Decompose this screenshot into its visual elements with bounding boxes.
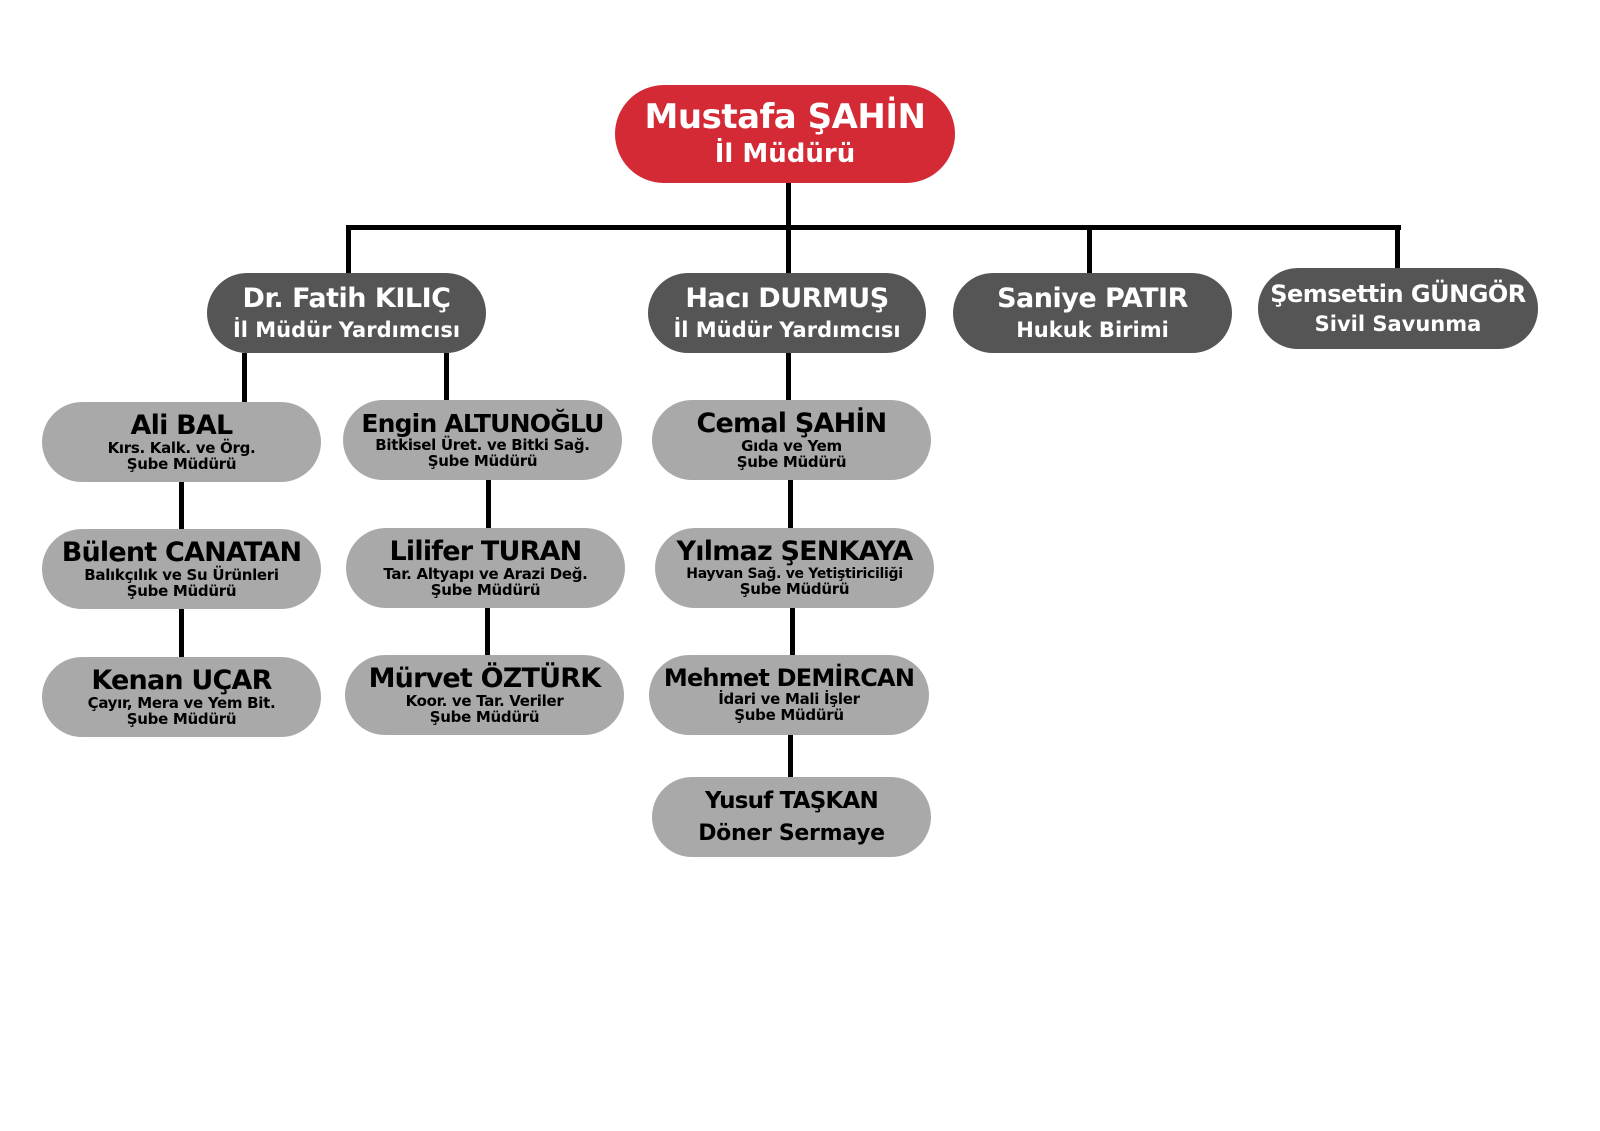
node-title: Şube Müdürü: [126, 454, 237, 473]
connector-line: [788, 480, 793, 528]
node-branch: Engin ALTUNOĞLU Bitkisel Üret. ve Bitki …: [343, 400, 622, 480]
node-name: Mürvet ÖZTÜRK: [368, 662, 602, 694]
connector-line: [786, 225, 791, 273]
connector-line: [242, 353, 247, 402]
node-branch: Ali BAL Kırs. Kalk. ve Örg. Şube Müdürü: [42, 402, 321, 482]
node-deputy-haci: Hacı DURMUŞ İl Müdür Yardımcısı: [648, 273, 926, 353]
node-unit: Çayır, Mera ve Yem Bit.: [87, 693, 276, 712]
node-civil-defense: Şemsettin GÜNGÖR Sivil Savunma: [1258, 268, 1538, 349]
node-branch: Lilifer TURAN Tar. Altyapı ve Arazi Değ.…: [346, 528, 625, 608]
connector-line: [1087, 225, 1092, 273]
node-revolving-fund: Yusuf TAŞKAN Döner Sermaye: [652, 777, 931, 857]
node-branch: Mehmet DEMİRCAN İdari ve Mali İşler Şube…: [649, 655, 929, 735]
node-name: Hacı DURMUŞ: [685, 282, 889, 314]
connector-line: [346, 225, 1401, 230]
node-name: Cemal ŞAHİN: [696, 407, 888, 439]
node-name: Şemsettin GÜNGÖR: [1270, 279, 1526, 308]
node-branch: Mürvet ÖZTÜRK Koor. ve Tar. Veriler Şube…: [345, 655, 624, 735]
node-name: Dr. Fatih KILIÇ: [242, 282, 451, 314]
node-legal-unit: Saniye PATIR Hukuk Birimi: [953, 273, 1232, 353]
node-unit: Balıkçılık ve Su Ürünleri: [84, 565, 279, 584]
connector-line: [1395, 225, 1400, 269]
node-unit: Bitkisel Üret. ve Bitki Sağ.: [375, 435, 590, 454]
node-unit: Hayvan Sağ. ve Yetiştiriciliği: [686, 566, 903, 583]
node-title: Şube Müdürü: [126, 709, 237, 728]
node-name: Yusuf TAŞKAN: [705, 788, 879, 815]
node-branch: Bülent CANATAN Balıkçılık ve Su Ürünleri…: [42, 529, 321, 609]
node-branch: Kenan UÇAR Çayır, Mera ve Yem Bit. Şube …: [42, 657, 321, 737]
node-title: Döner Sermaye: [698, 820, 885, 846]
node-title: Şube Müdürü: [739, 580, 850, 599]
node-title: Şube Müdürü: [734, 706, 844, 725]
node-name: Ali BAL: [130, 409, 234, 441]
node-title: Şube Müdürü: [126, 581, 237, 600]
node-title: Sivil Savunma: [1314, 312, 1482, 337]
node-unit: İdari ve Mali İşler: [718, 690, 860, 709]
node-unit: Gıda ve Yem: [741, 436, 842, 455]
connector-line: [179, 609, 184, 657]
node-name: Engin ALTUNOĞLU: [361, 408, 604, 438]
node-unit: Tar. Altyapı ve Arazi Değ.: [383, 564, 588, 583]
node-name: Yılmaz ŞENKAYA: [676, 536, 914, 568]
node-name: Mehmet DEMİRCAN: [663, 664, 915, 693]
connector-line: [790, 608, 795, 655]
node-deputy-fatih: Dr. Fatih KILIÇ İl Müdür Yardımcısı: [207, 273, 486, 353]
node-name: Kenan UÇAR: [91, 664, 272, 696]
node-title: Şube Müdürü: [430, 580, 541, 599]
node-unit: Koor. ve Tar. Veriler: [405, 691, 564, 710]
node-title: Şube Müdürü: [429, 707, 540, 726]
node-name: Lilifer TURAN: [389, 535, 583, 567]
node-title: Şube Müdürü: [736, 452, 847, 471]
node-title: İl Müdür Yardımcısı: [232, 318, 461, 343]
node-title: Şube Müdürü: [427, 451, 538, 470]
connector-line: [179, 482, 184, 529]
connector-line: [788, 735, 793, 777]
connector-line: [486, 480, 491, 528]
node-unit: Kırs. Kalk. ve Örg.: [107, 438, 256, 457]
node-name: Saniye PATIR: [997, 282, 1188, 314]
connector-line: [786, 183, 791, 230]
connector-line: [444, 353, 449, 400]
node-name: Mustafa ŞAHİN: [644, 96, 926, 137]
connector-line: [485, 608, 490, 655]
node-branch: Cemal ŞAHİN Gıda ve Yem Şube Müdürü: [652, 400, 931, 480]
node-branch: Yılmaz ŞENKAYA Hayvan Sağ. ve Yetiştiric…: [655, 528, 934, 608]
connector-line: [786, 353, 791, 400]
connector-line: [346, 225, 351, 273]
node-title: Hukuk Birimi: [1016, 318, 1169, 343]
node-title: İl Müdürü: [714, 139, 856, 170]
node-director: Mustafa ŞAHİN İl Müdürü: [615, 85, 955, 183]
node-title: İl Müdür Yardımcısı: [673, 318, 901, 343]
node-name: Bülent CANATAN: [61, 536, 302, 568]
